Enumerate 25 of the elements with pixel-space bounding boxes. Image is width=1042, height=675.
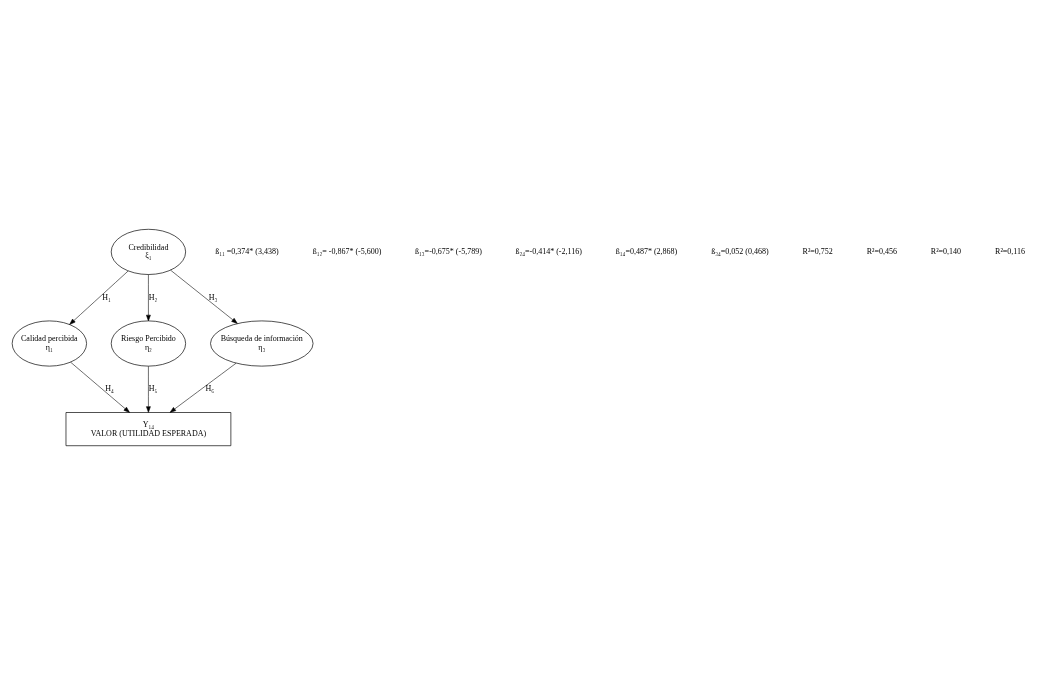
label: R²=0,140 bbox=[930, 247, 962, 257]
label: ß₁₁ =0,374* (3,438) bbox=[215, 247, 279, 257]
edge-label: H₆ bbox=[205, 384, 214, 394]
edge-label: H₅ bbox=[148, 384, 158, 394]
node-box: Y₁₄ VALOR (UTILIDAD ESPERADA) bbox=[65, 412, 232, 447]
label: R²=0,752 bbox=[802, 247, 833, 257]
edge-label: H₄ bbox=[105, 384, 114, 394]
arrow bbox=[146, 366, 151, 413]
label: ß₃₄=0,052 (0,468) bbox=[711, 247, 769, 257]
edge-label: H₁ bbox=[102, 292, 111, 302]
edge-label: H₂ bbox=[148, 292, 158, 302]
edge-label: H₃ bbox=[208, 292, 218, 302]
label: ß₁₂= -0,867* (-5,600) bbox=[312, 247, 382, 257]
arrow bbox=[170, 269, 238, 324]
arrow bbox=[146, 274, 151, 322]
label: R²=0,116 bbox=[995, 247, 1026, 257]
node-ellipse: Riesgo Percibido η₂ bbox=[110, 320, 186, 367]
label: ß₂₄=-0,414* (-2,116) bbox=[515, 247, 582, 257]
label: R²=0,456 bbox=[866, 247, 897, 257]
label: ß₁₃=-0,675* (-5,789) bbox=[415, 247, 482, 257]
arrow bbox=[169, 362, 237, 413]
arrow bbox=[69, 270, 129, 325]
arrow bbox=[70, 361, 130, 413]
label: ß₁₄=0,487* (2,868) bbox=[615, 247, 678, 257]
node-ellipse: Credibilidad ξ₁ bbox=[110, 228, 186, 275]
